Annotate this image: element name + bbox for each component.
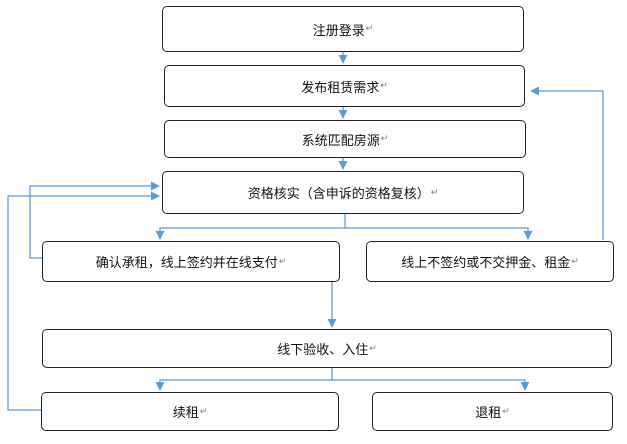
node-verify-qualification: 资格核实（含申诉的资格复核）↵ <box>162 171 524 214</box>
arrow-inspection-to-renew <box>155 368 333 391</box>
node-label: 线下验收、入住 <box>277 343 369 358</box>
node-post-demand: 发布租赁需求↵ <box>164 65 525 107</box>
return-mark: ↵ <box>430 187 439 198</box>
arrow-verify-to-nosign <box>345 227 533 240</box>
node-label: 确认承租，线上签约并在线支付 <box>95 256 278 271</box>
node-label: 注册登录 <box>312 23 365 39</box>
return-mark: ↵ <box>278 256 287 267</box>
arrow-confirm-loop-to-verify <box>29 181 160 259</box>
node-label: 退租 <box>475 406 502 421</box>
node-label: 续租 <box>172 406 199 421</box>
return-mark: ↵ <box>571 256 579 267</box>
arrow-renew-loop-to-verify <box>7 191 160 411</box>
return-mark: ↵ <box>502 406 510 417</box>
node-offline-inspection-move-in: 线下验收、入住↵ <box>42 329 612 368</box>
node-label: 系统匹配房源 <box>301 133 380 149</box>
arrow-inspection-to-terminate <box>332 379 530 391</box>
return-mark: ↵ <box>380 134 389 144</box>
node-no-sign-no-deposit: 线上不签约或不交押金、租金↵ <box>366 241 614 282</box>
return-mark: ↵ <box>369 343 377 354</box>
return-mark: ↵ <box>365 24 374 34</box>
node-label: 线上不签约或不交押金、租金 <box>401 256 571 271</box>
arrow-verify-to-confirm <box>155 214 346 240</box>
node-match-listings: 系统匹配房源↵ <box>164 120 526 158</box>
node-register-login: 注册登录↵ <box>162 6 524 52</box>
node-terminate-lease: 退租↵ <box>372 392 613 431</box>
return-mark: ↵ <box>380 81 388 91</box>
return-mark: ↵ <box>199 406 208 417</box>
node-label: 发布租赁需求 <box>301 80 380 96</box>
node-confirm-rent-sign-pay: 确认承租，线上签约并在线支付↵ <box>42 241 340 282</box>
node-renew-lease: 续租↵ <box>41 392 339 431</box>
node-label: 资格核实（含申诉的资格复核） <box>247 187 430 202</box>
arrow-nosign-back-to-post <box>530 86 604 240</box>
